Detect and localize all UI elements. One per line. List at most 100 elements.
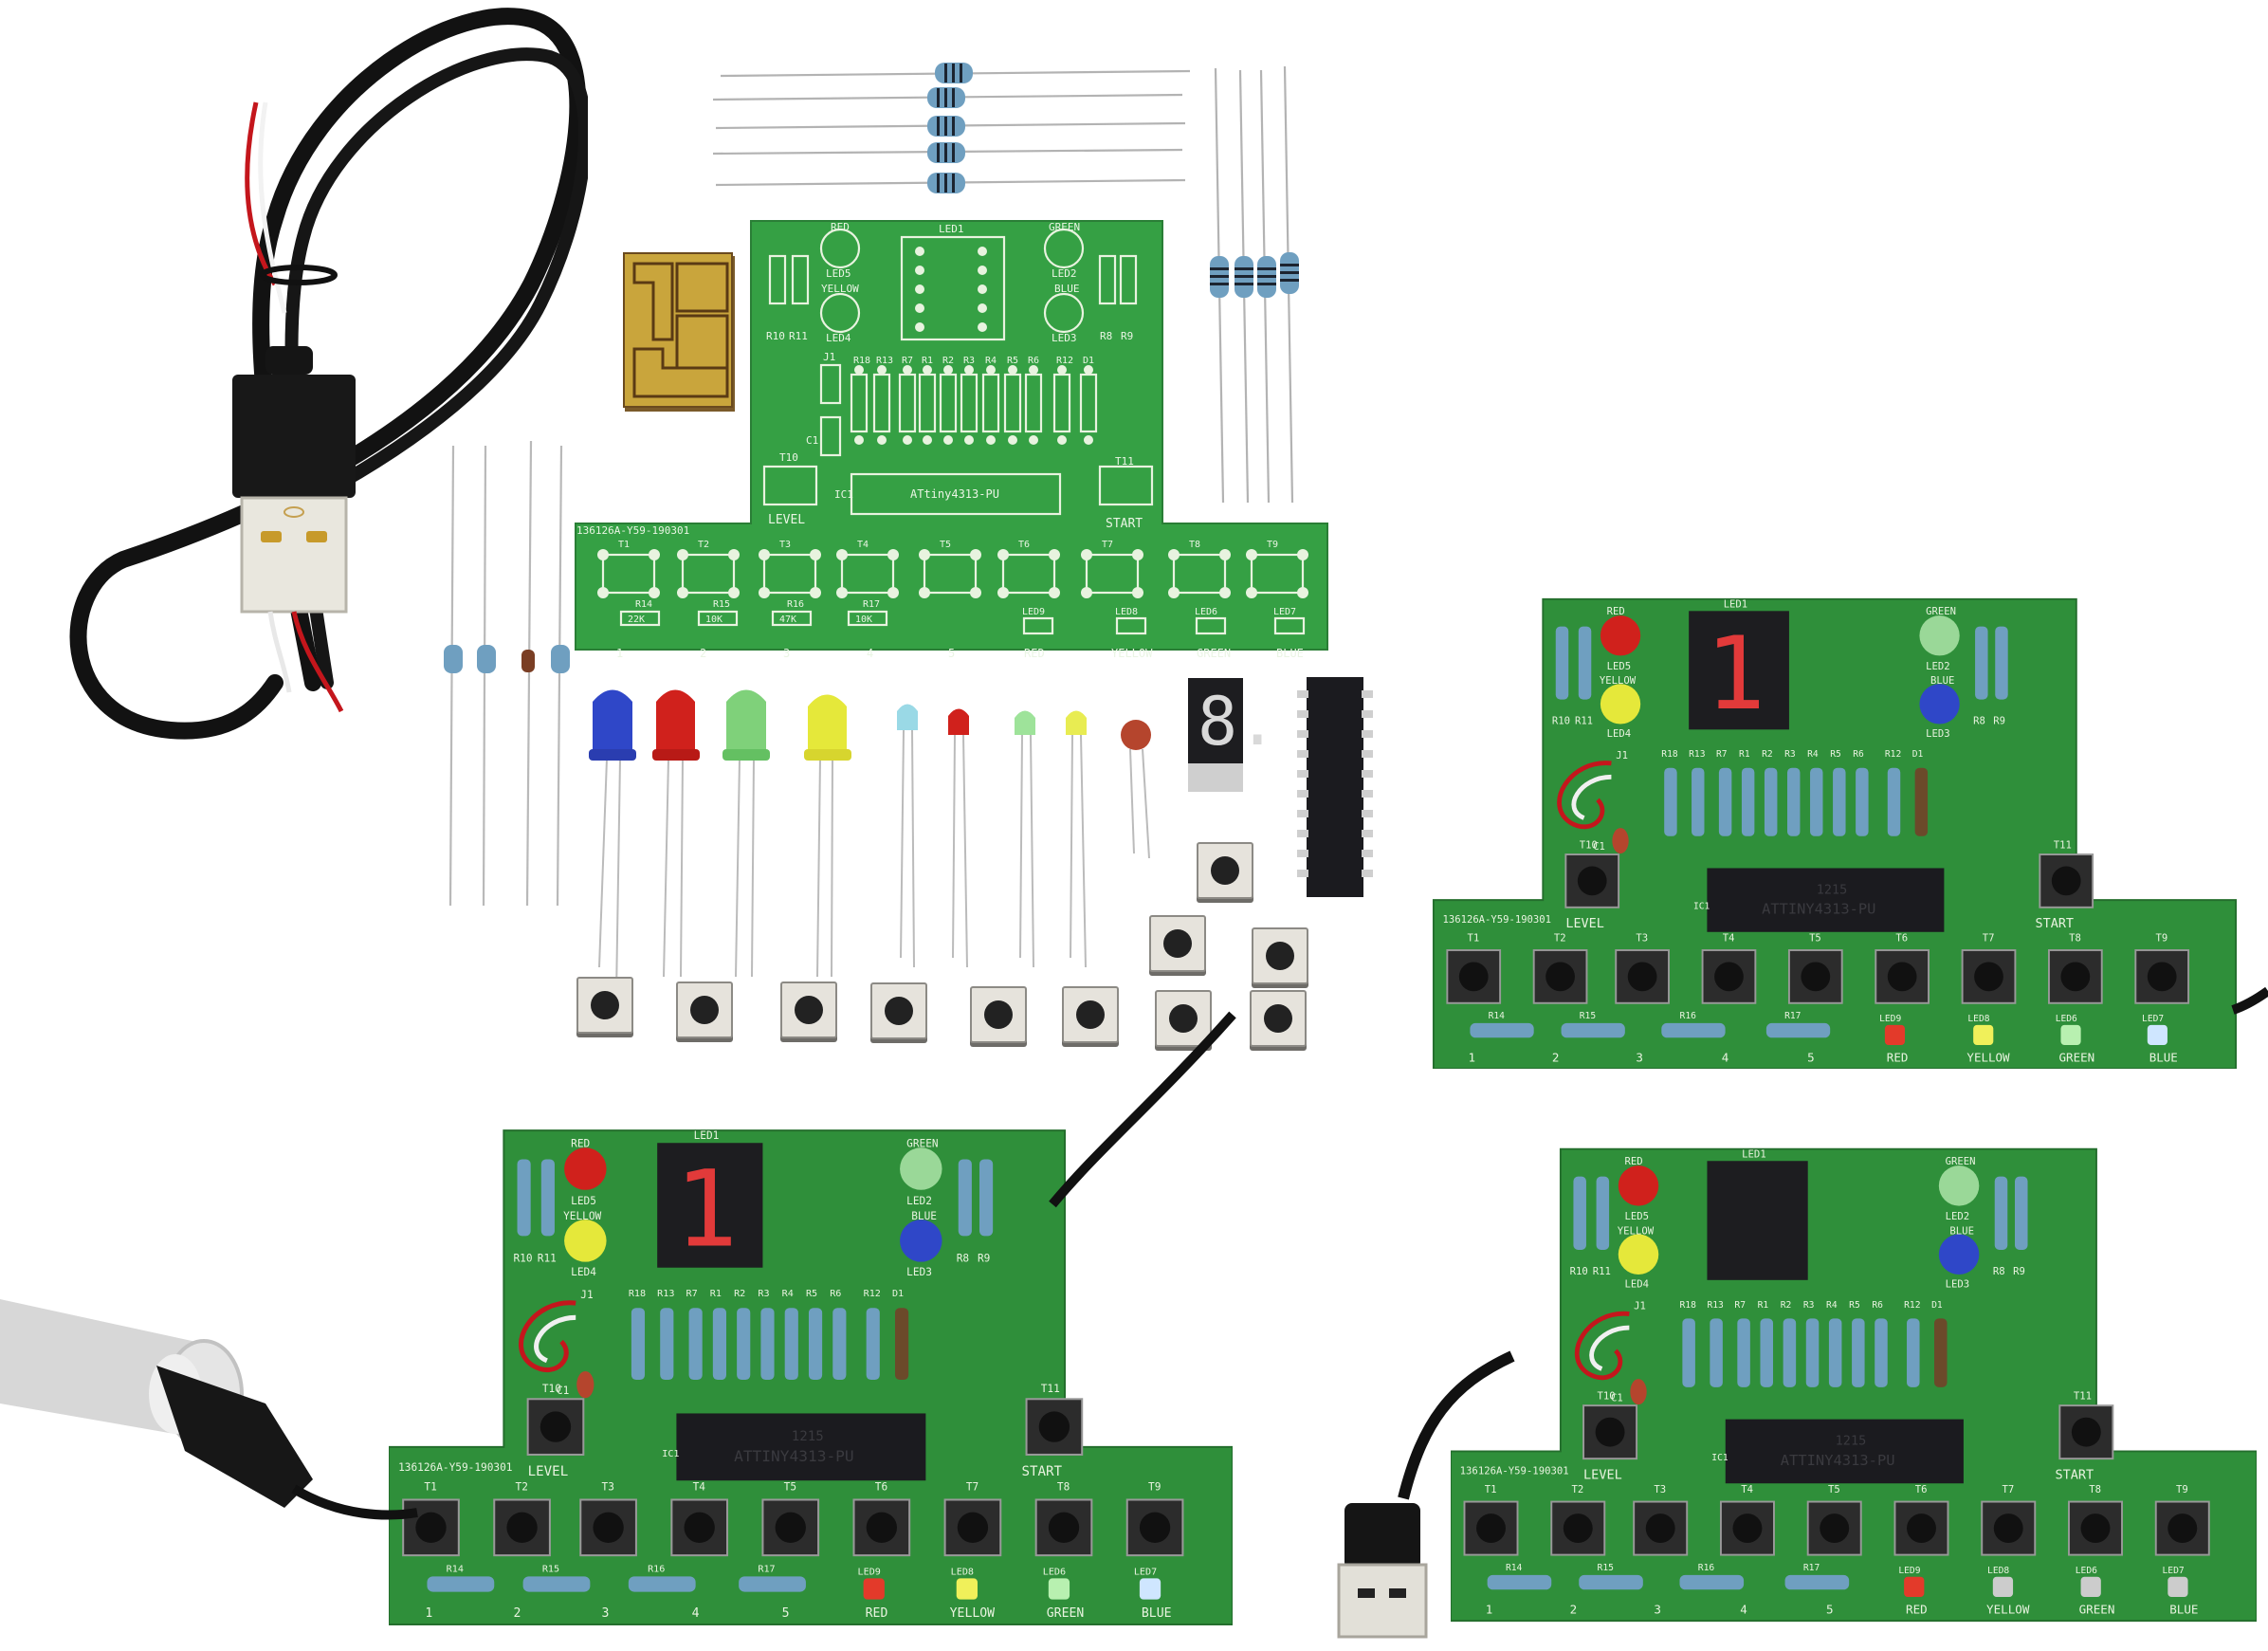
label-c1: C1 [1593,841,1605,853]
label-r6: R6 [830,1289,841,1299]
label-ic1: IC1 [662,1449,679,1459]
led-5mm-blue [589,689,636,997]
column-label-green: GREEN [2059,1050,2095,1064]
label-led8: LED8 [1967,1014,1989,1024]
board-id: 136126A-Y59-190301 [398,1461,512,1474]
label-level: LEVEL [1565,917,1604,931]
label-led7: LED7 [1134,1567,1157,1577]
label-t3: T3 [1636,932,1648,944]
label-t6: T6 [1915,1483,1928,1495]
label-t11: T11 [2054,839,2072,851]
label-t1: T1 [1468,932,1480,944]
led-led8 [1973,1024,1994,1045]
component-r4 [1828,1318,1842,1387]
seven-segment-digit: 8. [1198,683,1277,761]
label-r17: R17 [1803,1563,1820,1573]
label-r11: R11 [538,1253,557,1265]
chip-marking: ATTINY4313-PU [734,1447,854,1465]
label-led1: LED1 [1742,1147,1766,1160]
label-level: LEVEL [1583,1467,1622,1482]
tactile-switch [1149,915,1206,972]
label-t7: T7 [1983,932,1995,944]
label-r9: R9 [978,1253,990,1265]
label-r18: R18 [629,1289,646,1299]
label-t6: T6 [875,1480,887,1493]
column-label-blue: BLUE [2149,1050,2178,1064]
button-t1[interactable] [1446,949,1502,1004]
label-green: GREEN [906,1137,938,1149]
label-t2: T2 [516,1480,528,1493]
component-r18 [1682,1318,1695,1387]
tactile-switch [780,981,837,1038]
led-5mm-yellow [804,694,851,978]
label-r18: R18 [1679,1300,1696,1311]
label-red: RED [1625,1155,1643,1167]
label-led3: LED3 [906,1266,932,1278]
component-r12 [1907,1318,1920,1387]
label-start: START [2056,1467,2094,1482]
label-yellow: YELLOW [563,1210,601,1222]
label-r7: R7 [1734,1300,1746,1311]
column-label-3: 3 [602,1606,610,1621]
column-label-2: 2 [1552,1050,1560,1064]
label-r2: R2 [1781,1300,1792,1311]
component-d1 [895,1308,909,1381]
label-t3: T3 [1654,1483,1666,1495]
ceramic-capacitor [1121,720,1151,859]
label-level: LEVEL [528,1464,569,1479]
component-r12 [866,1308,880,1381]
label-t4: T4 [693,1480,706,1493]
component-r1 [1741,767,1755,836]
label-t10: T10 [1580,839,1598,851]
label-led3: LED3 [1926,728,1949,740]
board-id: 136126A-Y59-190301 [1443,914,1551,926]
label-t8: T8 [1057,1480,1070,1493]
column-label-red: RED [866,1606,888,1621]
label-t1: T1 [1485,1483,1497,1495]
label-r15: R15 [1598,1563,1615,1573]
led-5mm-green [722,689,770,978]
button-t10[interactable] [526,1398,585,1456]
label-d1: D1 [892,1289,904,1299]
label-r12: R12 [1885,749,1901,760]
label-led2: LED2 [1946,1210,1970,1222]
label-led6: LED6 [2076,1566,2097,1576]
component-r1 [712,1308,726,1381]
tactile-switch [1250,990,1307,1047]
label-r11: R11 [1593,1265,1611,1277]
column-label-1: 1 [1468,1050,1475,1064]
label-r16: R16 [1680,1011,1697,1021]
label-r9: R9 [2013,1265,2025,1277]
label-ic1: IC1 [1711,1453,1728,1463]
column-label-yellow: YELLOW [950,1606,996,1621]
led-3mm-green [1015,710,1035,968]
label-t1: T1 [424,1480,436,1493]
led-led7 [2147,1024,2167,1045]
label-t11: T11 [1041,1383,1060,1395]
horizontal-resistors [712,63,1191,193]
label-blue: BLUE [1930,675,1954,687]
label-led6: LED6 [2056,1014,2077,1024]
label-r17: R17 [1784,1011,1802,1021]
label-r15: R15 [1580,1011,1597,1021]
label-led1: LED1 [1724,598,1747,610]
label-led4: LED4 [1607,728,1631,740]
chip-date-code: 1215 [1836,1434,1867,1449]
label-r2: R2 [734,1289,745,1299]
label-t11: T11 [2074,1389,2092,1402]
seven-segment-display [1188,678,1243,792]
component-r6 [832,1308,847,1381]
label-led5: LED5 [571,1195,596,1207]
label-t7: T7 [2002,1483,2014,1495]
label-r14: R14 [1506,1563,1523,1573]
label-r14: R14 [1489,1011,1506,1021]
label-r2: R2 [1762,749,1773,760]
component-r4 [1810,767,1823,836]
label-t4: T4 [1723,932,1735,944]
label-start: START [1022,1464,1063,1479]
tactile-switch [970,986,1027,1043]
component-r7 [1737,1318,1750,1387]
label-r11: R11 [1575,716,1593,727]
component-r5 [808,1308,823,1381]
